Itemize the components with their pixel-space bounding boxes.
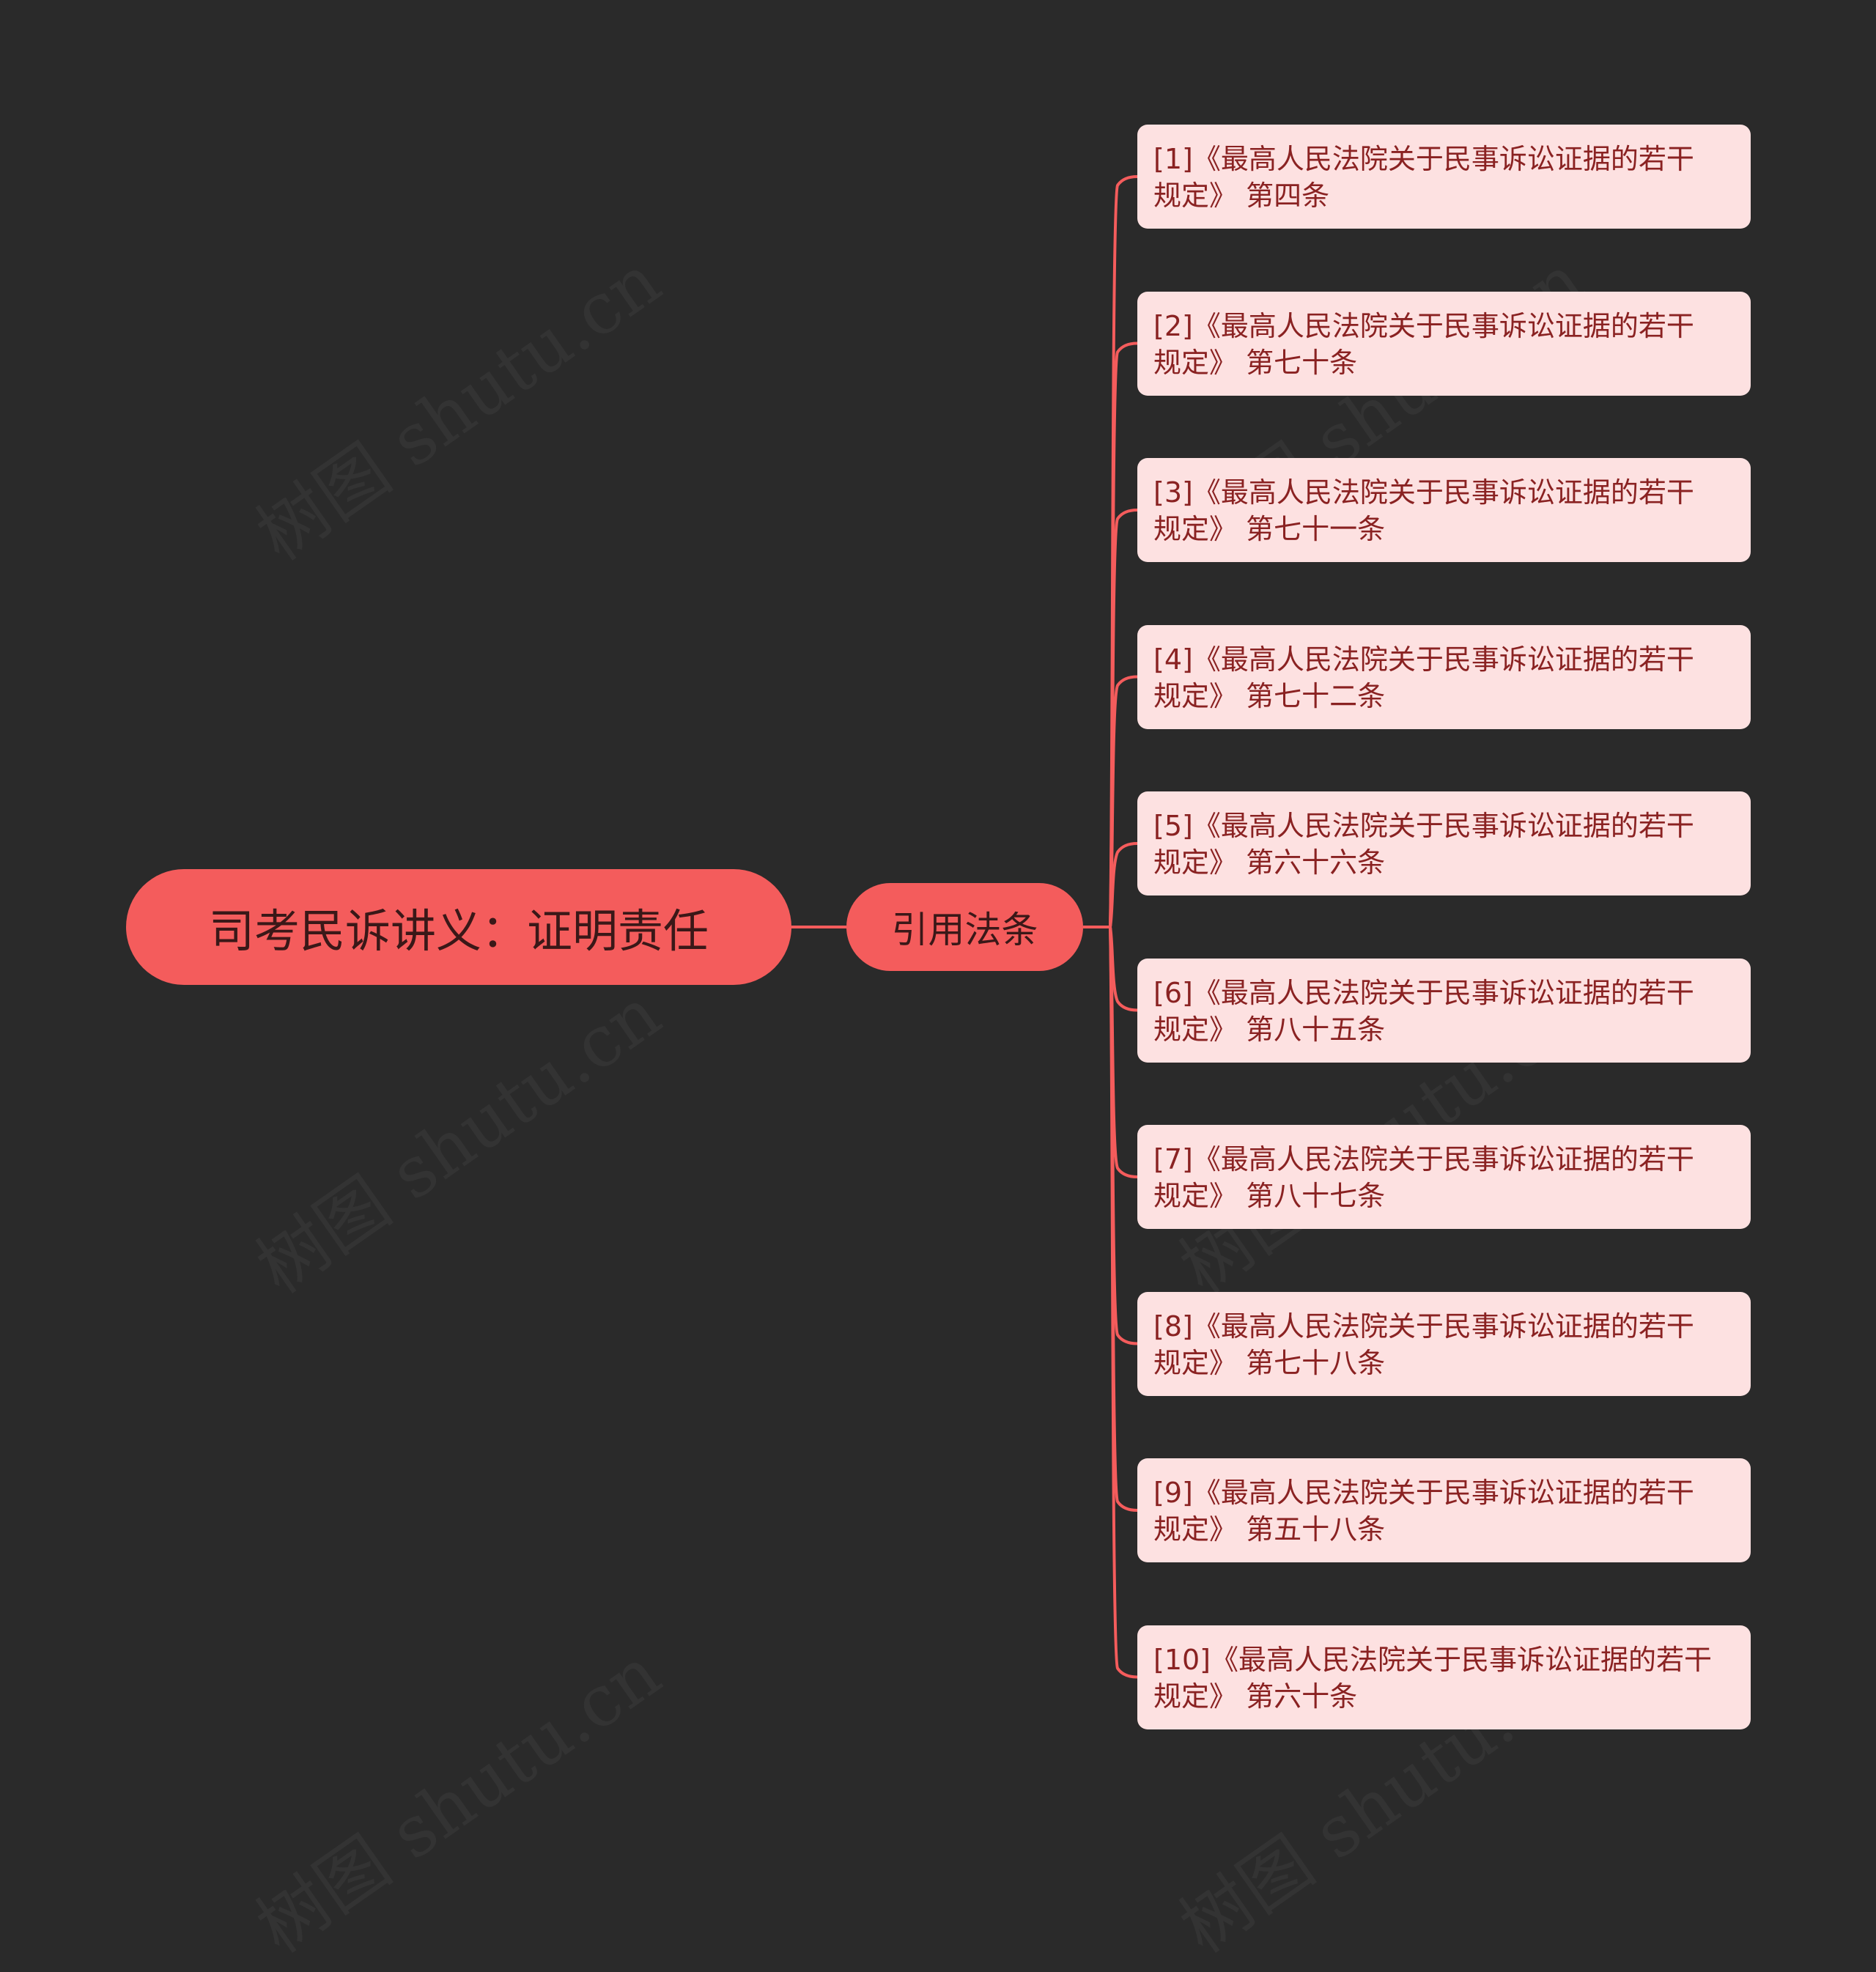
leaf-topic-line2: 规定》 第六十条 [1153,1680,1358,1713]
leaf-topic-8[interactable]: [8]《最高人民法院关于民事诉讼证据的若干规定》 第七十八条 [1137,1292,1751,1396]
leaf-topic-5[interactable]: [5]《最高人民法院关于民事诉讼证据的若干规定》 第六十六条 [1137,791,1751,895]
connector-branch-leaf-5 [1109,842,1138,928]
leaf-topic-2[interactable]: [2]《最高人民法院关于民事诉讼证据的若干规定》 第七十条 [1137,292,1751,396]
connector-branch-leaf-10 [1109,926,1138,1679]
leaf-topic-10[interactable]: [10]《最高人民法院关于民事诉讼证据的若干规定》 第六十条 [1137,1625,1751,1729]
connector-branch-leaf-6 [1109,926,1138,1012]
leaf-topic-line2: 规定》 第七十八条 [1153,1347,1386,1379]
leaf-topic-line1: [9]《最高人民法院关于民事诉讼证据的若干 [1153,1477,1694,1509]
leaf-topic-line2: 规定》 第八十五条 [1153,1013,1386,1046]
branch-topic-cited-laws[interactable]: 引用法条 [846,883,1083,971]
root-topic-label: 司考民诉讲义：证明责任 [208,904,709,958]
leaf-topic-line2: 规定》 第五十八条 [1153,1513,1386,1546]
leaf-topic-line2: 规定》 第六十六条 [1153,846,1386,879]
leaf-topic-9[interactable]: [9]《最高人民法院关于民事诉讼证据的若干规定》 第五十八条 [1137,1458,1751,1562]
leaf-topic-line1: [7]《最高人民法院关于民事诉讼证据的若干 [1153,1143,1694,1175]
leaf-topic-line1: [2]《最高人民法院关于民事诉讼证据的若干 [1153,310,1694,342]
leaf-topic-line1: [6]《最高人民法院关于民事诉讼证据的若干 [1153,977,1694,1009]
leaf-topic-line2: 规定》 第八十七条 [1153,1180,1386,1212]
leaf-topic-3[interactable]: [3]《最高人民法院关于民事诉讼证据的若干规定》 第七十一条 [1137,458,1751,562]
leaf-topic-7[interactable]: [7]《最高人民法院关于民事诉讼证据的若干规定》 第八十七条 [1137,1125,1751,1229]
leaf-topic-line1: [1]《最高人民法院关于民事诉讼证据的若干 [1153,143,1694,175]
root-topic[interactable]: 司考民诉讲义：证明责任 [126,869,791,985]
leaf-topic-line1: [3]《最高人民法院关于民事诉讼证据的若干 [1153,476,1694,509]
mindmap-canvas: 树图 shutu.cn 树图 shutu.cn 树图 shutu.cn 树图 s… [126,125,1751,1729]
leaf-topic-line2: 规定》 第七十条 [1153,347,1358,379]
leaf-topic-line1: [5]《最高人民法院关于民事诉讼证据的若干 [1153,810,1694,842]
connector-branch-leaf-4 [1109,675,1138,928]
leaf-topic-line1: [4]《最高人民法院关于民事诉讼证据的若干 [1153,643,1694,676]
leaf-topic-4[interactable]: [4]《最高人民法院关于民事诉讼证据的若干规定》 第七十二条 [1137,625,1751,729]
leaf-topic-1[interactable]: [1]《最高人民法院关于民事诉讼证据的若干规定》 第四条 [1137,125,1751,229]
connector-lines [791,175,1138,1679]
leaf-topic-line2: 规定》 第四条 [1153,180,1330,212]
leaf-topic-line2: 规定》 第七十二条 [1153,680,1386,712]
leaf-topic-6[interactable]: [6]《最高人民法院关于民事诉讼证据的若干规定》 第八十五条 [1137,959,1751,1063]
leaf-topic-line2: 规定》 第七十一条 [1153,513,1386,545]
leaf-topic-line1: [10]《最高人民法院关于民事诉讼证据的若干 [1153,1644,1713,1676]
leaf-topic-line1: [8]《最高人民法院关于民事诉讼证据的若干 [1153,1310,1694,1343]
branch-topic-label: 引用法条 [891,909,1038,951]
connector-branch-leaf-7 [1109,926,1138,1178]
